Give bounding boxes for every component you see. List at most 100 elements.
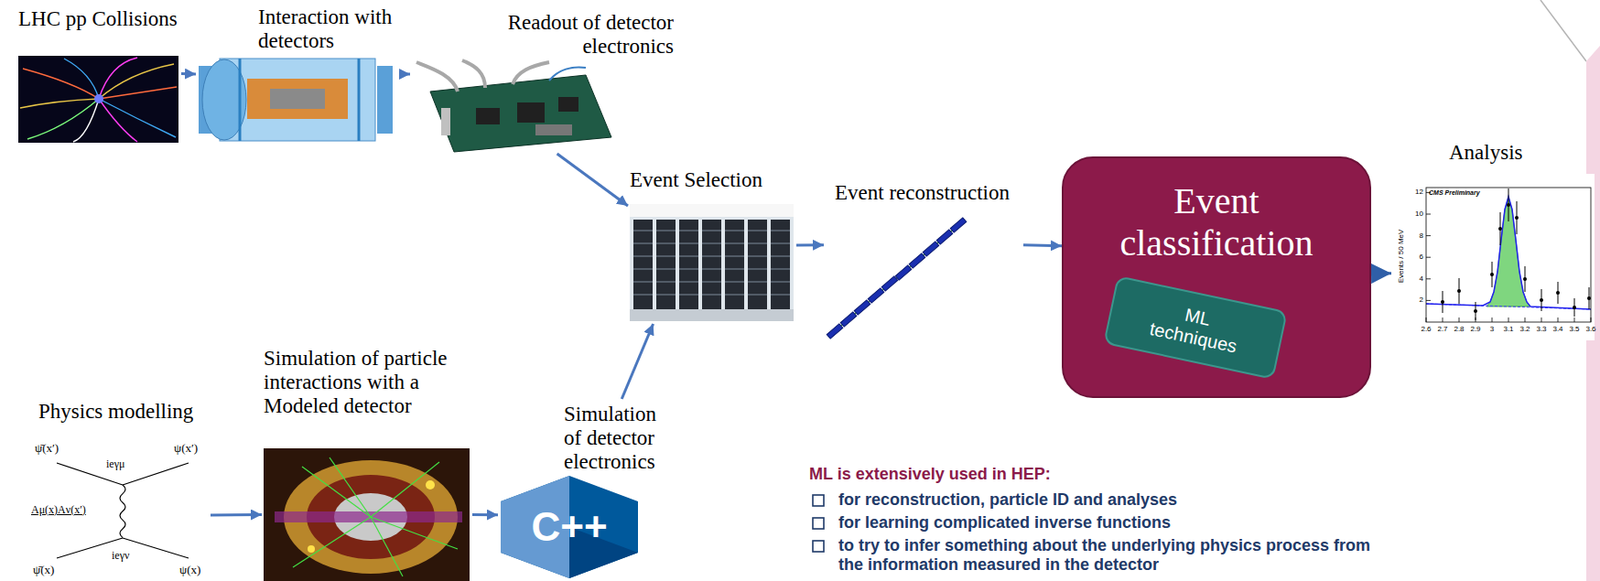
tick-label: 2.6 xyxy=(1416,324,1436,335)
server-room-picture xyxy=(629,204,794,322)
mass-plot xyxy=(1426,317,1428,323)
reconstruction-panel: Event reconstruction xyxy=(823,179,1024,340)
electronics-board-picture xyxy=(549,67,586,81)
flow-arrow xyxy=(796,243,824,247)
mass-plot xyxy=(1572,305,1577,310)
track-picture xyxy=(854,300,871,315)
panel-caption: Event reconstruction xyxy=(834,181,1010,206)
mass-plot xyxy=(1426,278,1431,280)
detector-simulation-picture xyxy=(263,448,470,581)
server-room-picture xyxy=(629,309,794,322)
panel-caption: Physics modelling xyxy=(38,400,194,424)
electronics-board-picture xyxy=(475,108,500,125)
checkbox-square xyxy=(812,495,824,552)
bullet-text: to try to infer something about the unde… xyxy=(838,536,1388,575)
checkbox-square xyxy=(812,518,824,530)
detector-picture xyxy=(270,88,325,109)
detector-picture xyxy=(357,58,361,141)
collision-event-panel: LHC pp Collisions xyxy=(16,5,182,145)
server-room-picture xyxy=(656,219,676,310)
feynman-diagram xyxy=(122,463,189,486)
detector-picture xyxy=(202,59,247,141)
panel-caption: Simulation of particle interactions with… xyxy=(263,346,458,418)
plot-tag: CMS Preliminary xyxy=(1428,189,1481,197)
detector-picture xyxy=(238,58,242,141)
server-room-picture xyxy=(633,269,790,271)
track-picture xyxy=(867,288,885,303)
flow-arrow xyxy=(472,513,498,517)
flow-arrow xyxy=(181,72,196,76)
tick-label: 12 xyxy=(1408,187,1424,197)
mass-plot xyxy=(1426,257,1431,259)
method-badge: ML techniques xyxy=(1102,275,1288,380)
panel-caption: Readout of detector electronics xyxy=(472,10,674,59)
feynman-diagram xyxy=(122,538,189,559)
tick-label: 3.4 xyxy=(1548,324,1568,335)
cpp-logo xyxy=(500,475,638,579)
collision-picture xyxy=(98,86,177,99)
electronics-board-picture xyxy=(512,62,550,85)
detector-simulation-picture xyxy=(307,545,315,553)
server-room-picture xyxy=(633,256,790,258)
mass-plot xyxy=(1557,317,1559,323)
detector-simulation-picture xyxy=(370,517,458,550)
classification-box: Event classification ML techniques xyxy=(1061,156,1372,399)
tick-label: 3 xyxy=(1482,324,1502,335)
server-room-picture xyxy=(633,230,790,232)
flow-arrow xyxy=(1023,243,1062,248)
simulation-panel: Simulation of particle interactions with… xyxy=(261,344,473,581)
checkbox-square xyxy=(812,540,824,552)
detector-simulation-picture xyxy=(425,480,435,490)
detector-simulation-picture xyxy=(302,466,371,518)
mass-plot xyxy=(1394,173,1595,341)
collision-picture xyxy=(22,68,99,99)
electronics-board-picture xyxy=(535,124,573,136)
mass-plot xyxy=(1440,300,1445,304)
mass-plot xyxy=(1442,188,1590,321)
electronics-board-picture xyxy=(416,62,458,92)
feynman-label: ψ(x) xyxy=(179,562,201,578)
slide-decoration xyxy=(1540,0,1587,62)
electronics-simulation-panel: Simulation of detector electronics xyxy=(497,399,678,581)
feynman-label: Aμ(x)Aν(x′) xyxy=(31,503,87,517)
electronics-board-picture xyxy=(416,60,550,92)
tick-label: 2.8 xyxy=(1449,324,1469,335)
collision-picture xyxy=(73,98,99,142)
flow-arrow xyxy=(621,324,653,400)
detector-simulation-picture xyxy=(370,462,440,518)
mass-plot xyxy=(1426,187,1591,323)
collision-picture xyxy=(18,55,179,143)
tick-label: 10 xyxy=(1408,209,1424,219)
detector-picture xyxy=(198,58,393,141)
axis-title: Events / 50 MeV xyxy=(1395,219,1407,293)
tick-label: 3.1 xyxy=(1499,324,1518,335)
mass-plot xyxy=(1459,317,1460,323)
detector-picture xyxy=(377,65,393,134)
mass-plot xyxy=(1426,300,1431,302)
server-room-picture xyxy=(702,219,722,310)
server-room-picture xyxy=(633,230,790,295)
tick-label: 3.2 xyxy=(1515,324,1535,335)
tick-label: 4 xyxy=(1408,274,1424,284)
detector-picture xyxy=(239,58,359,141)
tick-label: 8 xyxy=(1408,231,1424,241)
mass-plot xyxy=(1498,227,1503,231)
tick-label: 3.6 xyxy=(1581,324,1600,335)
box-title: Event classification xyxy=(1063,180,1370,265)
mass-plot xyxy=(1440,203,1591,314)
electronics-panel: Readout of detector electronics xyxy=(410,9,678,154)
feynman-label: ieγμ xyxy=(106,457,125,471)
mass-plot xyxy=(1473,309,1478,314)
mass-plot xyxy=(1523,277,1527,282)
mass-plot xyxy=(1491,317,1493,323)
tick-label: 3.5 xyxy=(1565,324,1584,335)
electronics-board-picture xyxy=(558,97,579,112)
flow-arrow xyxy=(400,73,411,76)
server-room-picture xyxy=(747,219,768,310)
mass-plot xyxy=(1574,317,1576,323)
tick-label: 2.7 xyxy=(1433,324,1452,335)
collision-picture xyxy=(98,98,138,142)
tick-label: 3.3 xyxy=(1532,324,1551,335)
electronics-board-picture xyxy=(441,108,451,136)
tick-label: 2 xyxy=(1408,295,1424,305)
